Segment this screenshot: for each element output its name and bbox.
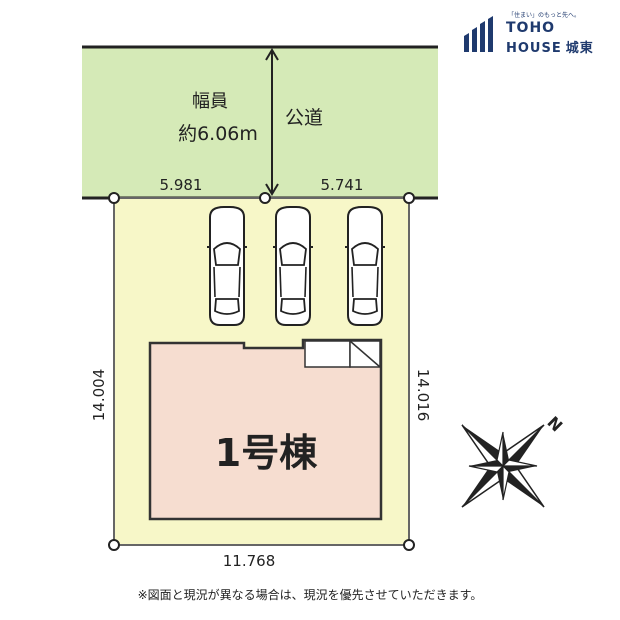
brand-mark-icon: [464, 16, 493, 52]
parked-car-icon: [345, 206, 385, 326]
public-road-area: [82, 47, 438, 198]
dimension-frontage-left: 5.981: [160, 176, 203, 194]
brand-branch: 城東: [565, 41, 594, 56]
entrance-porch: [304, 340, 381, 368]
boundary-marker: [259, 192, 271, 204]
brand-tagline: 「住まい」のもっと先へ。: [508, 12, 581, 19]
boundary-marker: [108, 539, 120, 551]
building-label: 1号棟: [215, 431, 318, 475]
brand-name-line1: TOHO: [506, 20, 556, 36]
compass-rose-icon: [461, 424, 545, 508]
boundary-marker: [108, 192, 120, 204]
compass-north-label: N: [543, 413, 566, 436]
building-footprint: [148, 338, 383, 521]
footnote: ※図面と現況が異なる場合は、現況を優先させていただきます。: [137, 588, 483, 602]
dimension-bottom: 11.768: [223, 552, 276, 570]
parked-car-icon: [273, 206, 313, 326]
boundary-marker: [403, 192, 415, 204]
road-width-value: 約6.06m: [178, 123, 258, 145]
road-name: 公道: [285, 107, 323, 129]
road-width-arrow: [265, 48, 279, 196]
dimension-frontage-right: 5.741: [321, 176, 364, 194]
brand-name-house: HOUSE: [506, 41, 562, 56]
dimension-right-side: 14.016: [414, 369, 432, 422]
dimension-left-side: 14.004: [90, 369, 108, 422]
parked-car-icon: [207, 206, 247, 326]
boundary-marker: [403, 539, 415, 551]
road-width-title: 幅員: [192, 91, 228, 112]
